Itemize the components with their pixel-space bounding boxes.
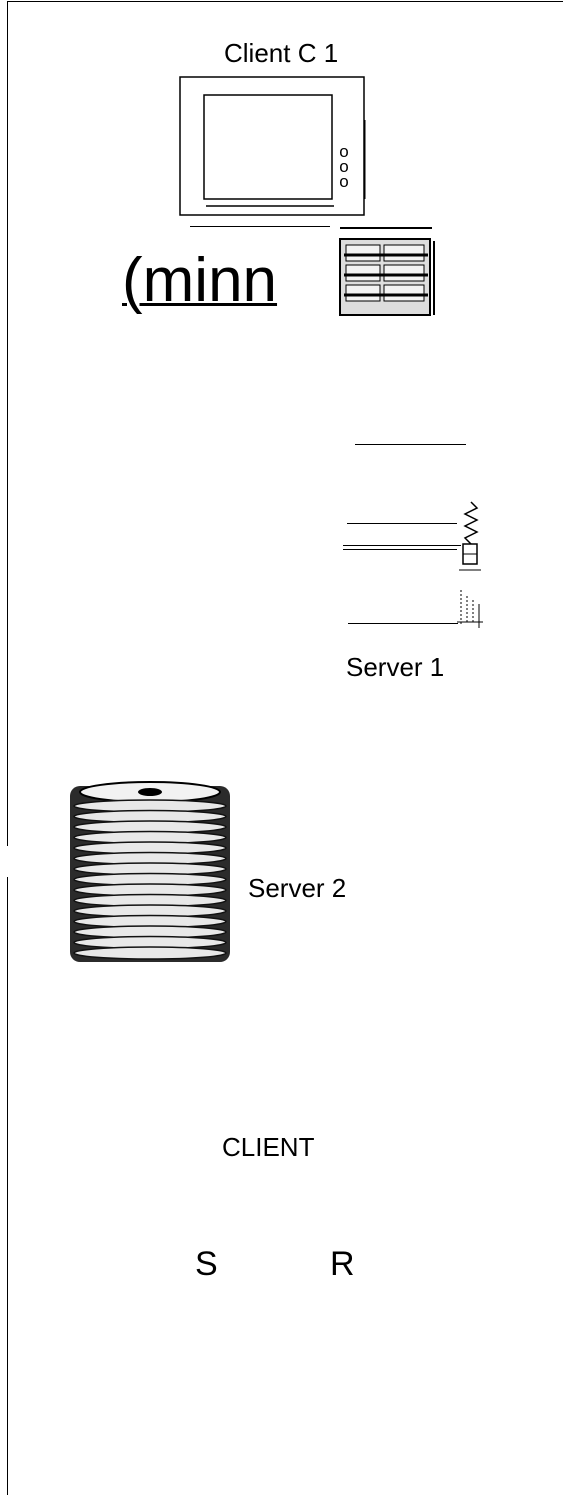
disk-platters bbox=[73, 799, 227, 960]
server2-label: Server 2 bbox=[248, 873, 347, 903]
disk-stack-icon bbox=[70, 781, 230, 962]
monitor-base-line bbox=[190, 226, 330, 227]
disk-top-line bbox=[340, 227, 432, 229]
server1-line-b bbox=[343, 545, 461, 546]
server1-line-c bbox=[343, 549, 457, 550]
server1-label: Server 1 bbox=[346, 652, 445, 682]
r-label: R bbox=[330, 1245, 355, 1283]
computer-monitor-icon: o o o bbox=[179, 76, 366, 216]
svg-text:o: o bbox=[339, 157, 348, 176]
left-border-line-lower bbox=[7, 877, 8, 1495]
top-border-line bbox=[7, 1, 563, 2]
left-border-line-upper bbox=[7, 1, 8, 846]
server-rack-icon bbox=[457, 501, 483, 628]
s-label: S bbox=[195, 1245, 218, 1283]
svg-text:o: o bbox=[339, 172, 348, 191]
svg-text:o: o bbox=[339, 142, 348, 161]
client-caption-text: (minn bbox=[122, 246, 278, 315]
client-label: CLIENT bbox=[222, 1132, 315, 1162]
disk-platter bbox=[73, 946, 227, 960]
server1-top-line bbox=[355, 444, 466, 445]
server1-line-d bbox=[348, 623, 458, 624]
client-c1-label: Client C 1 bbox=[224, 38, 339, 68]
disk-drive-icon bbox=[339, 238, 435, 316]
server1-line-a bbox=[347, 523, 457, 524]
